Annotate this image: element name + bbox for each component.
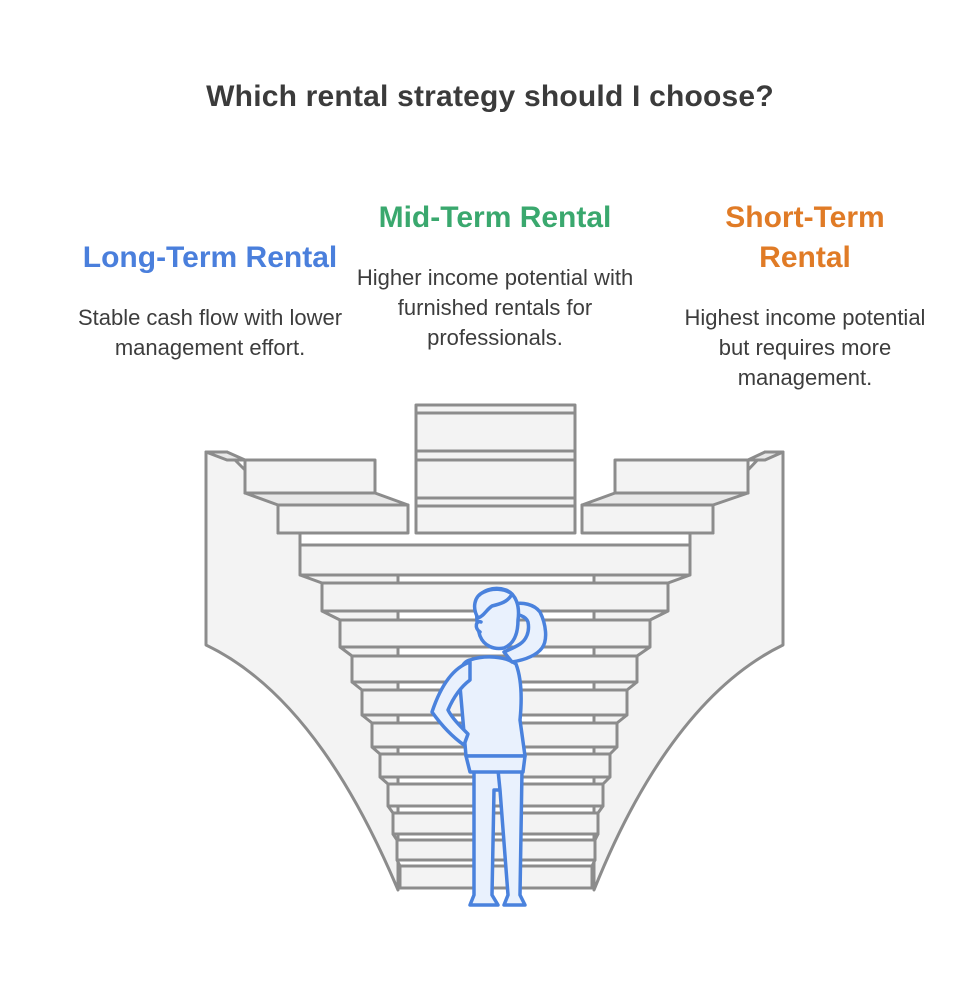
short-term-description: Highest income potential but requires mo… xyxy=(684,305,926,390)
person-hair xyxy=(472,587,514,620)
right-step-riser xyxy=(580,491,750,507)
left-step-second xyxy=(276,503,410,535)
person-right-leg xyxy=(496,768,527,907)
stair-9 xyxy=(391,811,600,836)
mid-term-description: Higher income potential with furnished r… xyxy=(356,265,634,350)
long-term-heading: Long-Term Rental xyxy=(82,241,338,274)
middle-tower xyxy=(414,403,577,535)
long-term-description: Stable cash flow with lower management e… xyxy=(77,305,343,360)
stair-10 xyxy=(395,838,597,862)
left-step-top xyxy=(243,458,377,495)
right-step-top xyxy=(613,458,750,495)
page-title: Which rental strategy should I choose? xyxy=(206,80,774,113)
stair-11 xyxy=(398,864,594,890)
stair-1 xyxy=(298,543,692,577)
stair-lips xyxy=(299,573,691,867)
person-waist xyxy=(464,754,527,774)
left-step-riser xyxy=(243,491,410,507)
person-thinking-icon xyxy=(430,586,548,907)
mid-term-heading: Mid-Term Rental xyxy=(378,201,612,234)
person-ear xyxy=(474,619,483,634)
right-step-second xyxy=(580,503,715,535)
person-left-arm xyxy=(430,660,472,747)
short-term-heading: Short-Term Rental xyxy=(725,201,885,274)
right-step-cap xyxy=(746,450,785,462)
left-step-cap xyxy=(204,450,247,462)
